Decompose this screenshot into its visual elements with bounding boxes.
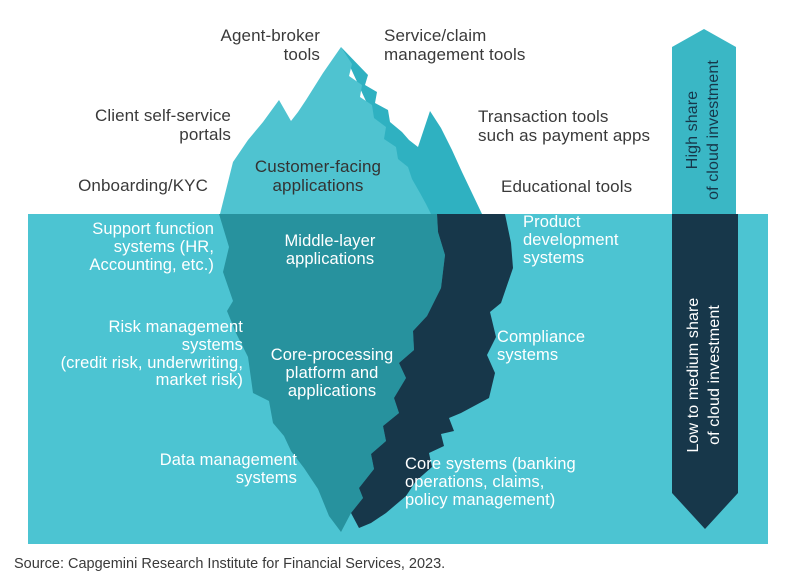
label-data-management-systems: Data management systems — [159, 451, 297, 487]
label-onboarding-kyc: Onboarding/KYC — [78, 176, 208, 195]
label-low-medium-share-cloud-investment: Low to medium share of cloud investment — [685, 297, 724, 453]
label-client-self-service-portals: Client self-service portals — [94, 106, 231, 145]
label-high-share-cloud-investment: High share of cloud investment — [684, 60, 723, 200]
label-service-claim-management-tools: Service/claim management tools — [384, 26, 526, 65]
label-core-systems: Core systems (banking operations, claims… — [405, 455, 576, 509]
label-middle-layer-applications: Middle-layer applications — [284, 232, 376, 268]
iceberg-underwater-navy-shadow — [351, 214, 513, 528]
label-customer-facing-applications: Customer-facing applications — [254, 157, 382, 196]
label-support-function-systems: Support function systems (HR, Accounting… — [89, 220, 214, 274]
label-educational-tools: Educational tools — [501, 177, 633, 196]
iceberg-above-back-face — [341, 47, 482, 214]
source-citation: Source: Capgemini Research Institute for… — [14, 556, 446, 572]
label-risk-management-systems: Risk management systems (credit risk, un… — [60, 318, 243, 390]
label-agent-broker-tools: Agent-broker tools — [220, 26, 320, 65]
iceberg-above-front-face — [220, 47, 431, 214]
iceberg-underwater-teal — [219, 214, 445, 532]
label-compliance-systems: Compliance systems — [497, 328, 586, 364]
high-investment-arrow — [672, 29, 736, 214]
label-product-development-systems: Product development systems — [523, 213, 619, 267]
label-core-processing-platform: Core-processing platform and application… — [270, 346, 394, 400]
low-investment-arrow — [672, 214, 738, 529]
label-transaction-tools: Transaction tools such as payment apps — [478, 107, 651, 146]
